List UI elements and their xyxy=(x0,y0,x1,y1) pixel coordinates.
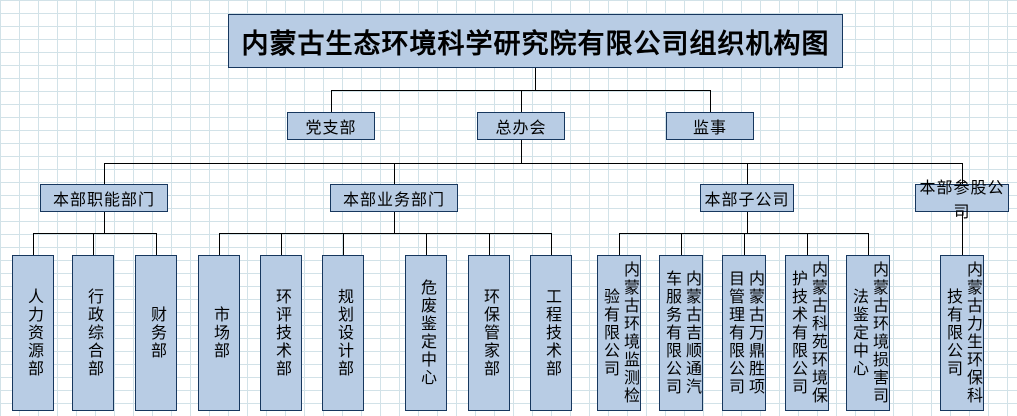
connector-line xyxy=(33,233,34,255)
dept-box-planning-design: 规划设计部 xyxy=(322,255,364,411)
dept-box-hazardous-waste-center: 危废鉴定中心 xyxy=(405,255,447,411)
subsidiary-box-jishuntong-auto: 内蒙古吉顺通汽 车服务有限公司 xyxy=(659,255,703,411)
connector-line xyxy=(868,233,869,255)
connector-line xyxy=(521,140,522,163)
connector-line xyxy=(521,90,522,112)
connector-line xyxy=(744,233,745,255)
connector-line xyxy=(962,163,963,184)
connector-line xyxy=(156,233,157,255)
connector-line xyxy=(343,233,344,255)
org-box-supervisor: 监事 xyxy=(666,112,754,140)
connector-line xyxy=(551,233,552,255)
connector-line xyxy=(331,90,332,112)
dept-box-eia-technology: 环评技术部 xyxy=(260,255,302,411)
connector-line xyxy=(535,68,536,90)
connector-line xyxy=(747,163,748,184)
connector-line xyxy=(426,233,427,255)
chart-title: 内蒙古生态环境科学研究院有限公司组织机构图 xyxy=(228,14,843,68)
connector-line xyxy=(747,212,748,233)
connector-line xyxy=(681,233,682,255)
connector-line xyxy=(93,233,94,255)
connector-line xyxy=(394,212,395,233)
connector-line xyxy=(281,233,282,255)
dept-box-administration: 行政综合部 xyxy=(72,255,114,411)
connector-line xyxy=(619,233,620,255)
org-box-general-office: 总办会 xyxy=(477,112,565,140)
dept-box-marketing: 市场部 xyxy=(198,255,240,411)
connector-line xyxy=(104,212,105,233)
connector-line xyxy=(489,233,490,255)
dept-box-finance: 财务部 xyxy=(135,255,177,411)
connector-line xyxy=(710,90,711,112)
connector-line xyxy=(33,233,157,234)
subsidiary-box-keyuan-envprotect: 内蒙古科苑环境保 护技术有限公司 xyxy=(785,255,829,411)
connector-line xyxy=(962,212,963,255)
org-box-functional-depts: 本部职能部门 xyxy=(40,184,168,212)
org-box-subsidiaries: 本部子公司 xyxy=(700,184,794,212)
org-box-party-branch: 党支部 xyxy=(287,112,375,140)
org-box-business-depts: 本部业务部门 xyxy=(330,184,458,212)
connector-line xyxy=(219,233,552,234)
connector-line xyxy=(104,163,105,184)
subsidiary-box-judicial-appraisal: 内蒙古环境损害司 法鉴定中心 xyxy=(846,255,890,411)
connector-line xyxy=(807,233,808,255)
dept-box-env-steward: 环保管家部 xyxy=(468,255,510,411)
connector-line xyxy=(219,233,220,255)
equity-box-lisheng-envtech: 内蒙古力生环保科 技有限公司 xyxy=(940,255,984,411)
connector-line xyxy=(394,163,395,184)
dept-box-human-resources: 人力资源部 xyxy=(12,255,54,411)
subsidiary-box-env-monitoring: 内蒙古环境监测检 验有限公司 xyxy=(597,255,641,411)
org-box-equity-companies: 本部参股公司 xyxy=(915,180,1009,221)
connector-line xyxy=(104,163,962,164)
dept-box-engineering-technology: 工程技术部 xyxy=(530,255,572,411)
subsidiary-box-wandingsheng-pm: 内蒙古万鼎胜项 目管理有限公司 xyxy=(722,255,766,411)
